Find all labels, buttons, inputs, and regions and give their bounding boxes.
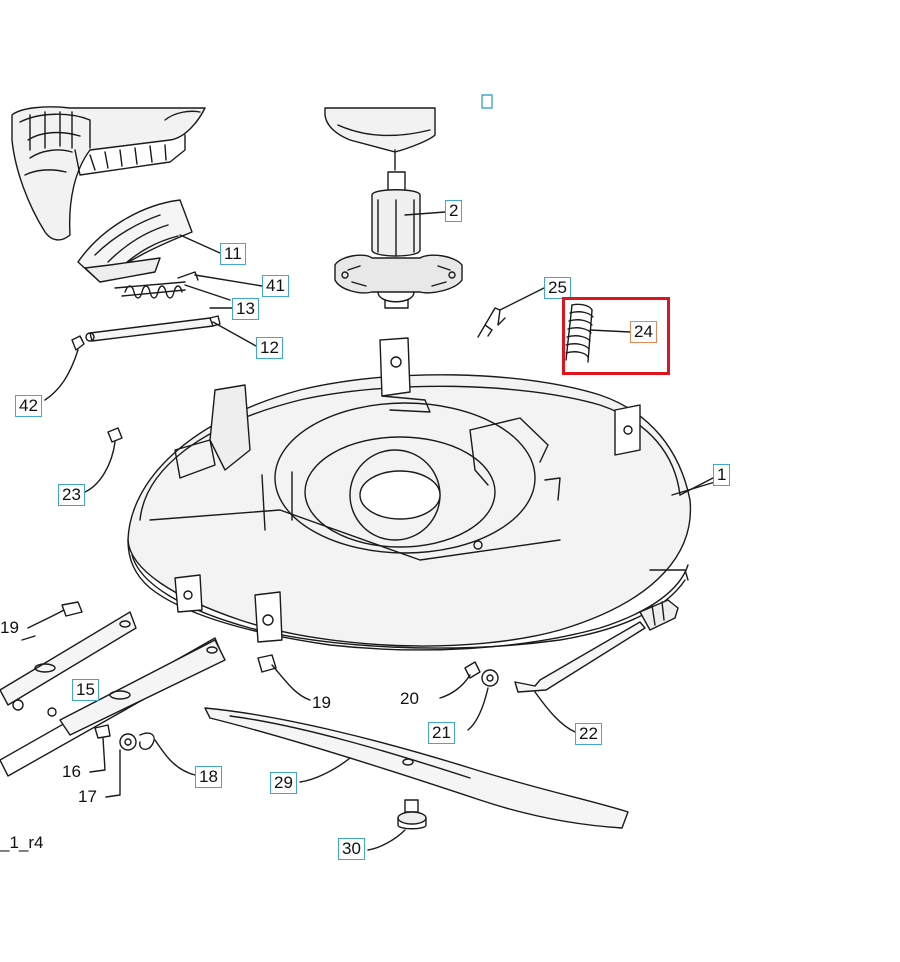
callout-41[interactable]: 41 [262, 275, 289, 297]
callout-21[interactable]: 21 [428, 722, 455, 744]
blade-29-drawing [204, 707, 629, 829]
callout-24[interactable]: 24 [630, 321, 657, 343]
spring-24-drawing [565, 303, 594, 363]
bolt-19-drawing [257, 654, 311, 701]
rod-22-drawing [514, 599, 679, 733]
spring-13-drawing [114, 271, 231, 301]
callout-2[interactable]: 2 [445, 200, 463, 222]
drawing-id-label: _1_r4 [0, 833, 44, 852]
spindle-2-drawing [334, 171, 463, 309]
callout-1[interactable]: 1 [713, 464, 731, 486]
callout-25[interactable]: 25 [544, 277, 571, 299]
linkage-arms-drawing [0, 601, 226, 777]
callout-20[interactable]: 20 [400, 689, 419, 708]
callout-19-center[interactable]: 19 [312, 693, 331, 712]
mower-deck-1-drawing [127, 337, 716, 651]
rod-12-drawing [85, 315, 221, 342]
bolt-30-drawing [367, 799, 427, 851]
deflector-chute-drawing [11, 106, 206, 241]
parts-20-21-drawing [439, 661, 499, 731]
callout-15[interactable]: 15 [72, 679, 99, 701]
callout-29[interactable]: 29 [270, 772, 297, 794]
callout-23[interactable]: 23 [58, 484, 85, 506]
callout-22[interactable]: 22 [575, 723, 602, 745]
callout-11[interactable]: 11 [220, 243, 246, 265]
pins-16-17-18-drawing [89, 724, 196, 798]
callout-12[interactable]: 12 [256, 337, 283, 359]
flap-11-drawing [77, 199, 193, 283]
nuts-drawing [44, 335, 123, 493]
callout-42[interactable]: 42 [15, 395, 42, 417]
motor-housing-drawing [324, 94, 493, 171]
callout-30[interactable]: 30 [338, 838, 365, 860]
callout-19-left[interactable]: 19 [0, 618, 19, 637]
callout-13[interactable]: 13 [232, 298, 259, 320]
callout-18[interactable]: 18 [195, 766, 222, 788]
callout-16[interactable]: 16 [62, 762, 81, 781]
callout-17[interactable]: 17 [78, 787, 97, 806]
clip-25-drawing [477, 307, 506, 338]
part-24-highlight-box [562, 297, 670, 375]
